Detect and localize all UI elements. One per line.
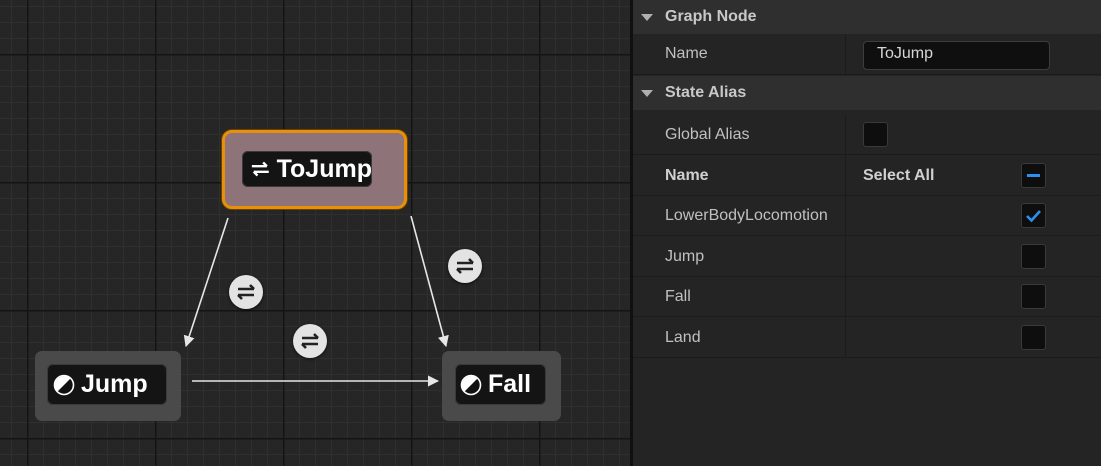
state-machine-graph[interactable]: ToJump Jump Fall xyxy=(0,0,630,466)
state-land-checkbox[interactable] xyxy=(1021,325,1046,350)
state-row-label: Jump xyxy=(665,248,705,265)
state-fall-checkbox[interactable] xyxy=(1021,284,1046,309)
minus-icon xyxy=(1027,174,1040,177)
transition-rule-icon[interactable] xyxy=(448,249,482,283)
column-divider[interactable] xyxy=(845,196,846,236)
section-state-alias[interactable]: State Alias xyxy=(633,76,1101,110)
panel-splitter[interactable] xyxy=(630,0,633,466)
transition-wires xyxy=(183,215,449,387)
name-label: Name xyxy=(665,45,708,62)
panel-empty-area xyxy=(633,358,1101,466)
node-jump-body[interactable]: Jump xyxy=(47,364,167,405)
node-tojump-label: ToJump xyxy=(276,154,372,183)
state-list-header: Name Select All xyxy=(633,156,1101,196)
checkmark-icon xyxy=(1026,210,1041,223)
section-state-alias-title: State Alias xyxy=(665,84,747,101)
state-jump-checkbox[interactable] xyxy=(1021,244,1046,269)
state-lowerbodylocomotion-checkbox[interactable] xyxy=(1021,203,1046,228)
state-row: Fall xyxy=(633,277,1101,317)
column-divider[interactable] xyxy=(845,237,846,277)
global-alias-label: Global Alias xyxy=(665,126,750,143)
state-row-label: LowerBodyLocomotion xyxy=(665,207,828,224)
section-graph-node-title: Graph Node xyxy=(665,8,757,25)
transition-rule-icon[interactable] xyxy=(293,324,327,358)
global-alias-checkbox[interactable] xyxy=(863,122,888,147)
node-jump[interactable]: Jump xyxy=(35,351,181,421)
node-fall-body[interactable]: Fall xyxy=(455,364,546,405)
collapse-caret-icon[interactable] xyxy=(641,13,653,21)
state-icon xyxy=(460,374,482,395)
collapse-caret-icon[interactable] xyxy=(641,89,653,97)
column-divider[interactable] xyxy=(845,318,846,358)
state-row: Jump xyxy=(633,237,1101,277)
column-divider[interactable] xyxy=(845,34,846,75)
property-row-global-alias: Global Alias xyxy=(633,115,1101,155)
select-all-label: Select All xyxy=(863,167,935,184)
state-row-label: Fall xyxy=(665,288,691,305)
property-row-name: Name xyxy=(633,34,1101,75)
node-jump-label: Jump xyxy=(81,370,148,398)
wire-tojump-to-fall[interactable] xyxy=(410,215,449,348)
column-divider[interactable] xyxy=(845,115,846,155)
state-row: Land xyxy=(633,318,1101,358)
wire-tojump-to-jump[interactable] xyxy=(183,217,229,348)
node-fall[interactable]: Fall xyxy=(442,351,561,421)
column-divider[interactable] xyxy=(845,277,846,317)
section-graph-node[interactable]: Graph Node xyxy=(633,0,1101,34)
node-tojump[interactable]: ToJump xyxy=(222,130,407,209)
node-fall-label: Fall xyxy=(488,370,532,398)
select-all-checkbox[interactable] xyxy=(1021,163,1046,188)
transition-arrows-icon xyxy=(251,161,269,177)
state-icon xyxy=(53,374,75,395)
state-row: LowerBodyLocomotion xyxy=(633,196,1101,236)
state-row-label: Land xyxy=(665,329,701,346)
column-divider[interactable] xyxy=(845,156,846,196)
node-tojump-body[interactable]: ToJump xyxy=(242,151,372,187)
state-name-header: Name xyxy=(665,167,709,184)
transition-rule-icon[interactable] xyxy=(229,275,263,309)
node-name-input[interactable] xyxy=(863,41,1050,70)
details-panel: Graph Node Name State Alias Global Alias… xyxy=(633,0,1101,466)
